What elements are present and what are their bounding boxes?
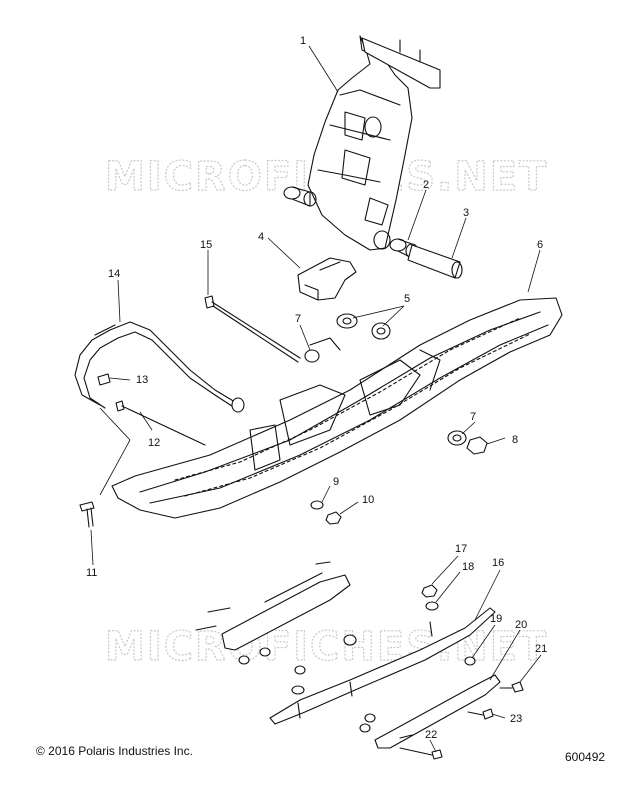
part-14-handle-loop bbox=[74, 321, 245, 413]
callout-10: 10 bbox=[362, 494, 374, 506]
part-17-nut bbox=[421, 584, 438, 598]
callout-14: 14 bbox=[108, 268, 120, 280]
watermark-bottom: MICROFICHES.NET bbox=[105, 624, 548, 670]
part-1-spindle-bracket bbox=[307, 35, 441, 251]
callout-5: 5 bbox=[404, 293, 410, 305]
callout-18: 18 bbox=[462, 561, 474, 573]
callout-9: 9 bbox=[333, 476, 339, 488]
callout-7-lower: 7 bbox=[470, 411, 476, 423]
part-5-washers bbox=[336, 313, 391, 340]
callout-3: 3 bbox=[463, 207, 469, 219]
callout-19: 19 bbox=[490, 613, 502, 625]
figure-number: 600492 bbox=[565, 750, 606, 764]
part-3-spindle-pin bbox=[407, 244, 463, 279]
callout-1: 1 bbox=[300, 35, 306, 47]
callout-12: 12 bbox=[148, 437, 160, 449]
callout-20: 20 bbox=[515, 619, 527, 631]
part-7-washer-upper bbox=[304, 349, 320, 363]
callout-15: 15 bbox=[200, 239, 212, 251]
callout-2: 2 bbox=[423, 179, 429, 191]
callout-23: 23 bbox=[510, 713, 522, 725]
copyright-notice: © 2016 Polaris Industries Inc. bbox=[36, 744, 193, 758]
callout-21: 21 bbox=[535, 643, 547, 655]
part-16-wear-bar bbox=[269, 607, 496, 725]
callout-22: 22 bbox=[425, 729, 437, 741]
part-21-bolt bbox=[499, 681, 524, 693]
callout-13: 13 bbox=[136, 374, 148, 386]
part-23-bolt bbox=[467, 708, 494, 720]
part-19-nut bbox=[464, 656, 476, 666]
part-18-washer bbox=[425, 601, 439, 611]
runner-bracket-left bbox=[195, 561, 357, 695]
part-4-bumper bbox=[297, 257, 357, 301]
part-15-long-bolt bbox=[204, 295, 301, 363]
callout-4: 4 bbox=[258, 231, 264, 243]
leader-lines bbox=[90, 45, 542, 753]
part-8-nut bbox=[466, 436, 488, 455]
callout-6: 6 bbox=[537, 239, 543, 251]
callout-7-upper: 7 bbox=[295, 313, 301, 325]
callout-17: 17 bbox=[455, 543, 467, 555]
callout-11: 11 bbox=[86, 567, 97, 579]
callout-8: 8 bbox=[512, 434, 518, 446]
part-22-bolt bbox=[399, 747, 443, 760]
part-12-bolt bbox=[115, 400, 206, 446]
part-7-washer-lower bbox=[447, 430, 467, 446]
part-10-nut bbox=[325, 511, 342, 525]
part-20-runner-bracket-right bbox=[359, 674, 501, 749]
part-6-ski-body bbox=[111, 297, 563, 519]
callout-labels: 1 2 3 4 5 6 7 7 8 9 10 11 12 13 14 15 16… bbox=[86, 35, 547, 741]
callout-16: 16 bbox=[492, 557, 504, 569]
part-13-clip bbox=[97, 373, 111, 386]
part-11-bolt bbox=[79, 501, 95, 528]
part-9-washer bbox=[310, 500, 324, 510]
